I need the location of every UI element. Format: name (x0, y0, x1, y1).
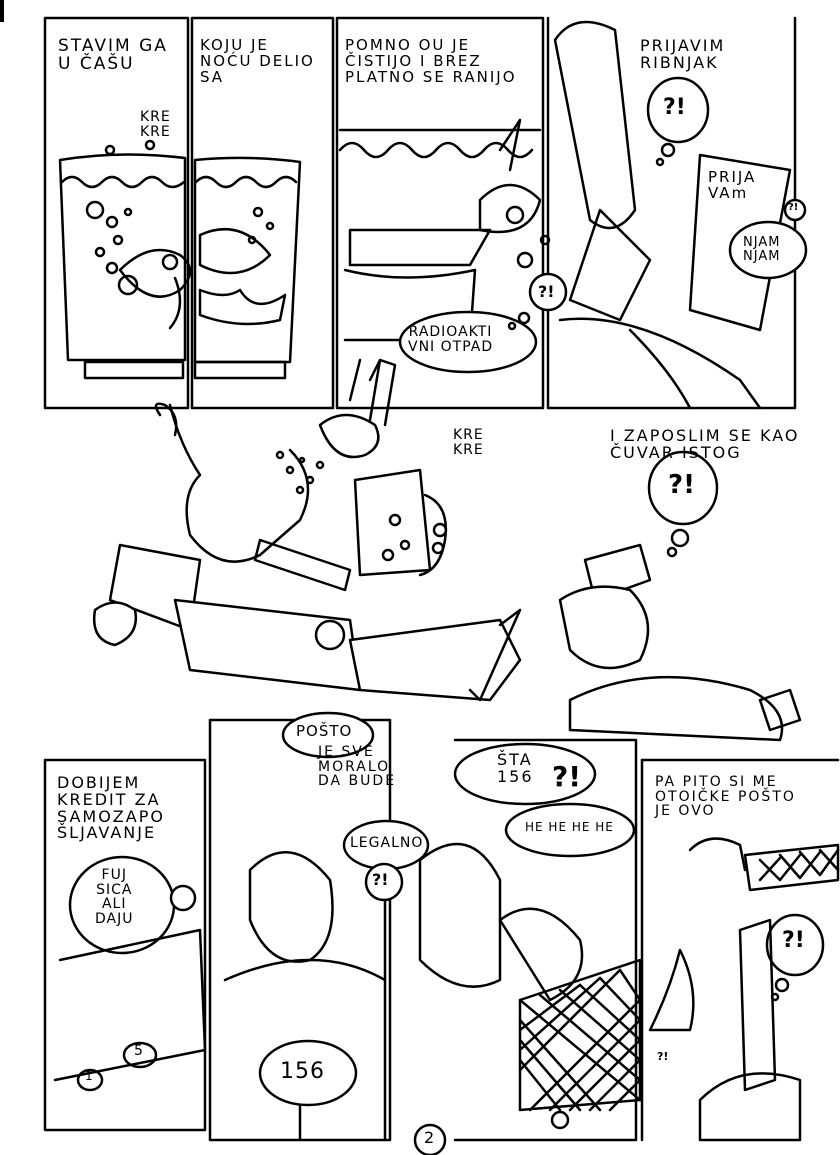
panel3-thought-mark: ?! (538, 282, 555, 301)
row3-panel1-scene (53, 855, 207, 1092)
sta-exclaim: ?! (552, 760, 582, 793)
hehe-bubble: HE HE HE HE (525, 820, 614, 834)
row3-panel2-scene (223, 711, 447, 1155)
row3-panel1-caption: DOBIJEM KREDIT ZA SAMOZAPO ŠLJAVANJE (57, 773, 165, 843)
row3-panel1-frame (43, 758, 207, 1132)
row3-panel3-frame (453, 738, 638, 1142)
panel4-sign-text: PRIJA VAm (708, 168, 757, 202)
panel4-sign-thought: ?! (788, 202, 799, 213)
row3-panel4-scene (648, 837, 840, 1142)
middle-caption: I ZAPOSLIM SE KAO ČUVAR ISTOG (610, 426, 800, 462)
legalno-bubble: LEGALNO (350, 835, 424, 851)
panel3-caption: POMNO OU JE ČISTIJO I BREZ PLATNO SE RAN… (345, 36, 517, 86)
row1-panel1-frame (43, 16, 190, 410)
middle-thought-mark: ?! (668, 470, 695, 500)
row1-panel2-frame (190, 16, 335, 410)
row3-panel4-caption: PA PITO SI ME OTOIČKE POŠTO JE OVO (655, 774, 796, 820)
row3-panel4-thought-mark: ?! (782, 928, 805, 953)
coin-1: 1 (85, 1069, 94, 1083)
row3-panel4-small-mark: ?! (657, 1050, 669, 1063)
fishbowl-glass (58, 139, 302, 380)
middle-character-right (558, 450, 802, 742)
row1-panel3-frame (335, 16, 545, 410)
panel4-scene (553, 20, 808, 410)
coin-5: 5 (134, 1043, 144, 1059)
fish-in-bowl (118, 227, 287, 330)
fuj-bubble: FUJ SICA ALI DAJU (95, 867, 134, 928)
glass-with-fish (275, 358, 448, 577)
panel1-sfx: KRE KRE (140, 109, 171, 141)
middle-character-left (92, 402, 522, 702)
panel2-caption: KOJU JE NOĆU DELIO SA (200, 36, 315, 86)
panel1-caption: STAVIM GA U ČAŠU (58, 36, 168, 74)
posto-bubble: POŠTO (296, 722, 353, 740)
panel4-caption: PRIJAVIM RIBNJAK (640, 36, 726, 72)
row3-panel2-caption: JE SVE MORALO DA BUDE (318, 744, 397, 790)
sta-bubble: ŠTA 156 (497, 750, 534, 786)
page-number: 2 (424, 1128, 436, 1147)
row3-panel3-scene (418, 742, 642, 1130)
middle-sfx: KRE KRE (453, 427, 484, 459)
row3-panel2-thought-mark: ?! (372, 870, 389, 889)
panel3-scene (338, 118, 568, 427)
radioactive-sign-bubble: RADIOAKTI VNI OTPAD (408, 324, 494, 355)
panel4-thought-mark: ?! (663, 95, 686, 120)
row3-panel4-frame (640, 758, 840, 1142)
njam-bubble: NJAM NJAM (743, 235, 781, 264)
sign-156: 156 (280, 1059, 325, 1084)
